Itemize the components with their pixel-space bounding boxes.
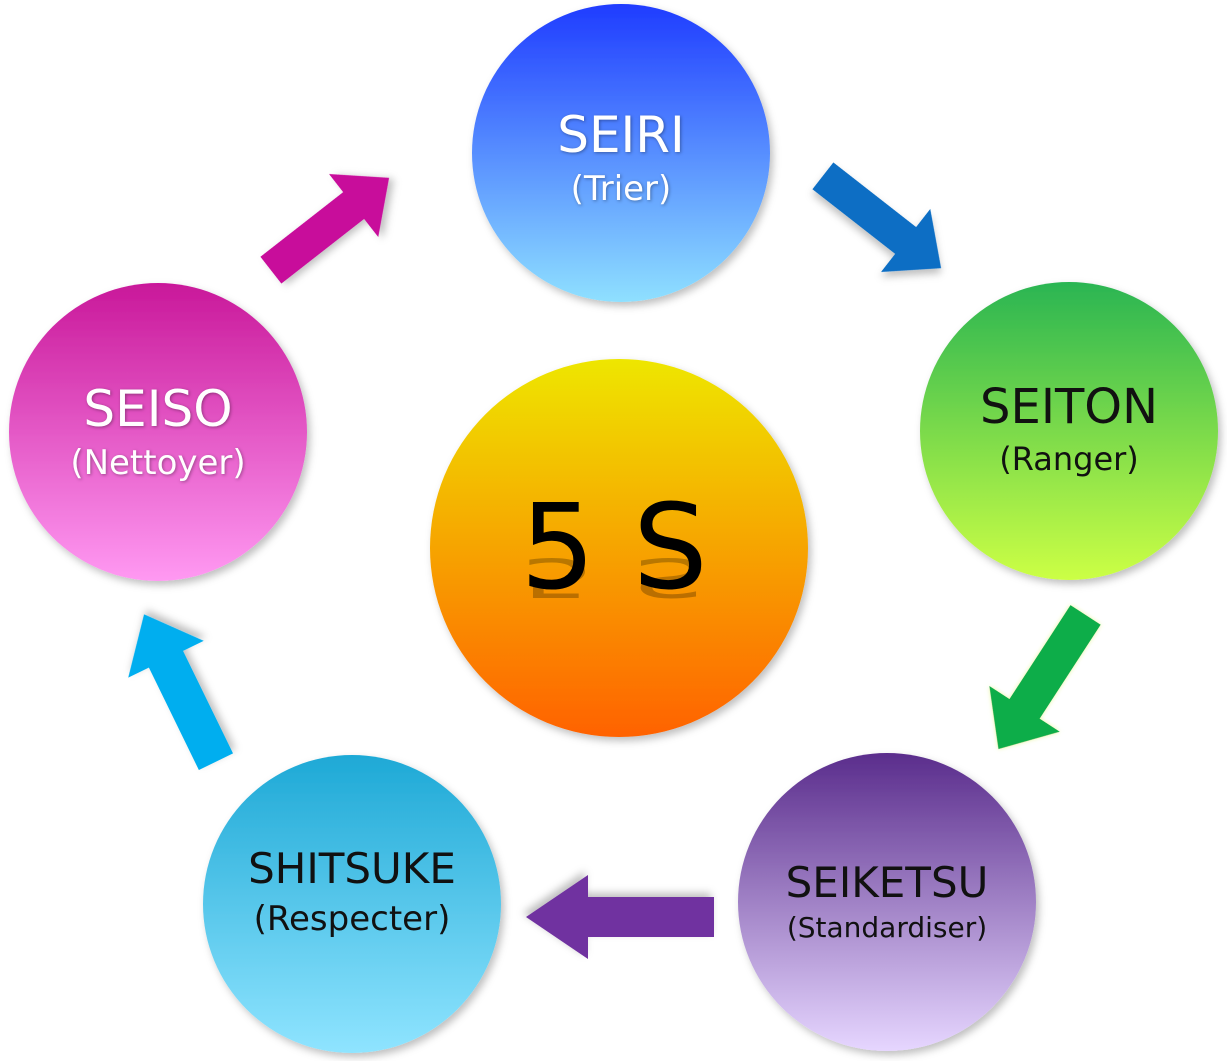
node-title: SHITSUKE <box>248 844 456 893</box>
node-subtitle: (Ranger) <box>999 440 1139 478</box>
center-circle <box>430 359 808 737</box>
node-subtitle: (Trier) <box>570 169 672 209</box>
node-subtitle: (Nettoyer) <box>70 443 246 483</box>
arrow-seiketsu-to-shitsuke <box>526 875 714 959</box>
arrow-seiri-to-seiton <box>812 162 942 272</box>
node-title: SEIKETSU <box>785 858 989 907</box>
seiri-circle <box>472 4 770 302</box>
node-seiton: SEITON (Ranger) <box>980 383 1158 475</box>
node-title: SEIRI <box>557 106 685 164</box>
node-shitsuke: SHITSUKE (Respecter) <box>248 844 456 939</box>
node-seiso: SEISO (Nettoyer) <box>70 384 245 480</box>
node-subtitle: (Standardiser) <box>786 911 988 944</box>
node-title: SEITON <box>980 379 1158 435</box>
node-title: SEISO <box>83 380 233 438</box>
arrow-seiton-to-seiketsu <box>989 605 1101 750</box>
seiton-circle <box>920 282 1218 580</box>
shitsuke-circle <box>203 755 501 1053</box>
center-label: 5 S <box>520 478 708 616</box>
node-seiri: SEIRI (Trier) <box>557 110 685 206</box>
node-subtitle: (Respecter) <box>253 899 451 939</box>
seiso-circle <box>9 283 307 581</box>
arrow-seiso-to-seiri <box>260 174 390 284</box>
arrow-shitsuke-to-seiso <box>128 614 234 771</box>
seiketsu-circle <box>738 753 1036 1051</box>
node-seiketsu: SEIKETSU (Standardiser) <box>786 862 989 942</box>
